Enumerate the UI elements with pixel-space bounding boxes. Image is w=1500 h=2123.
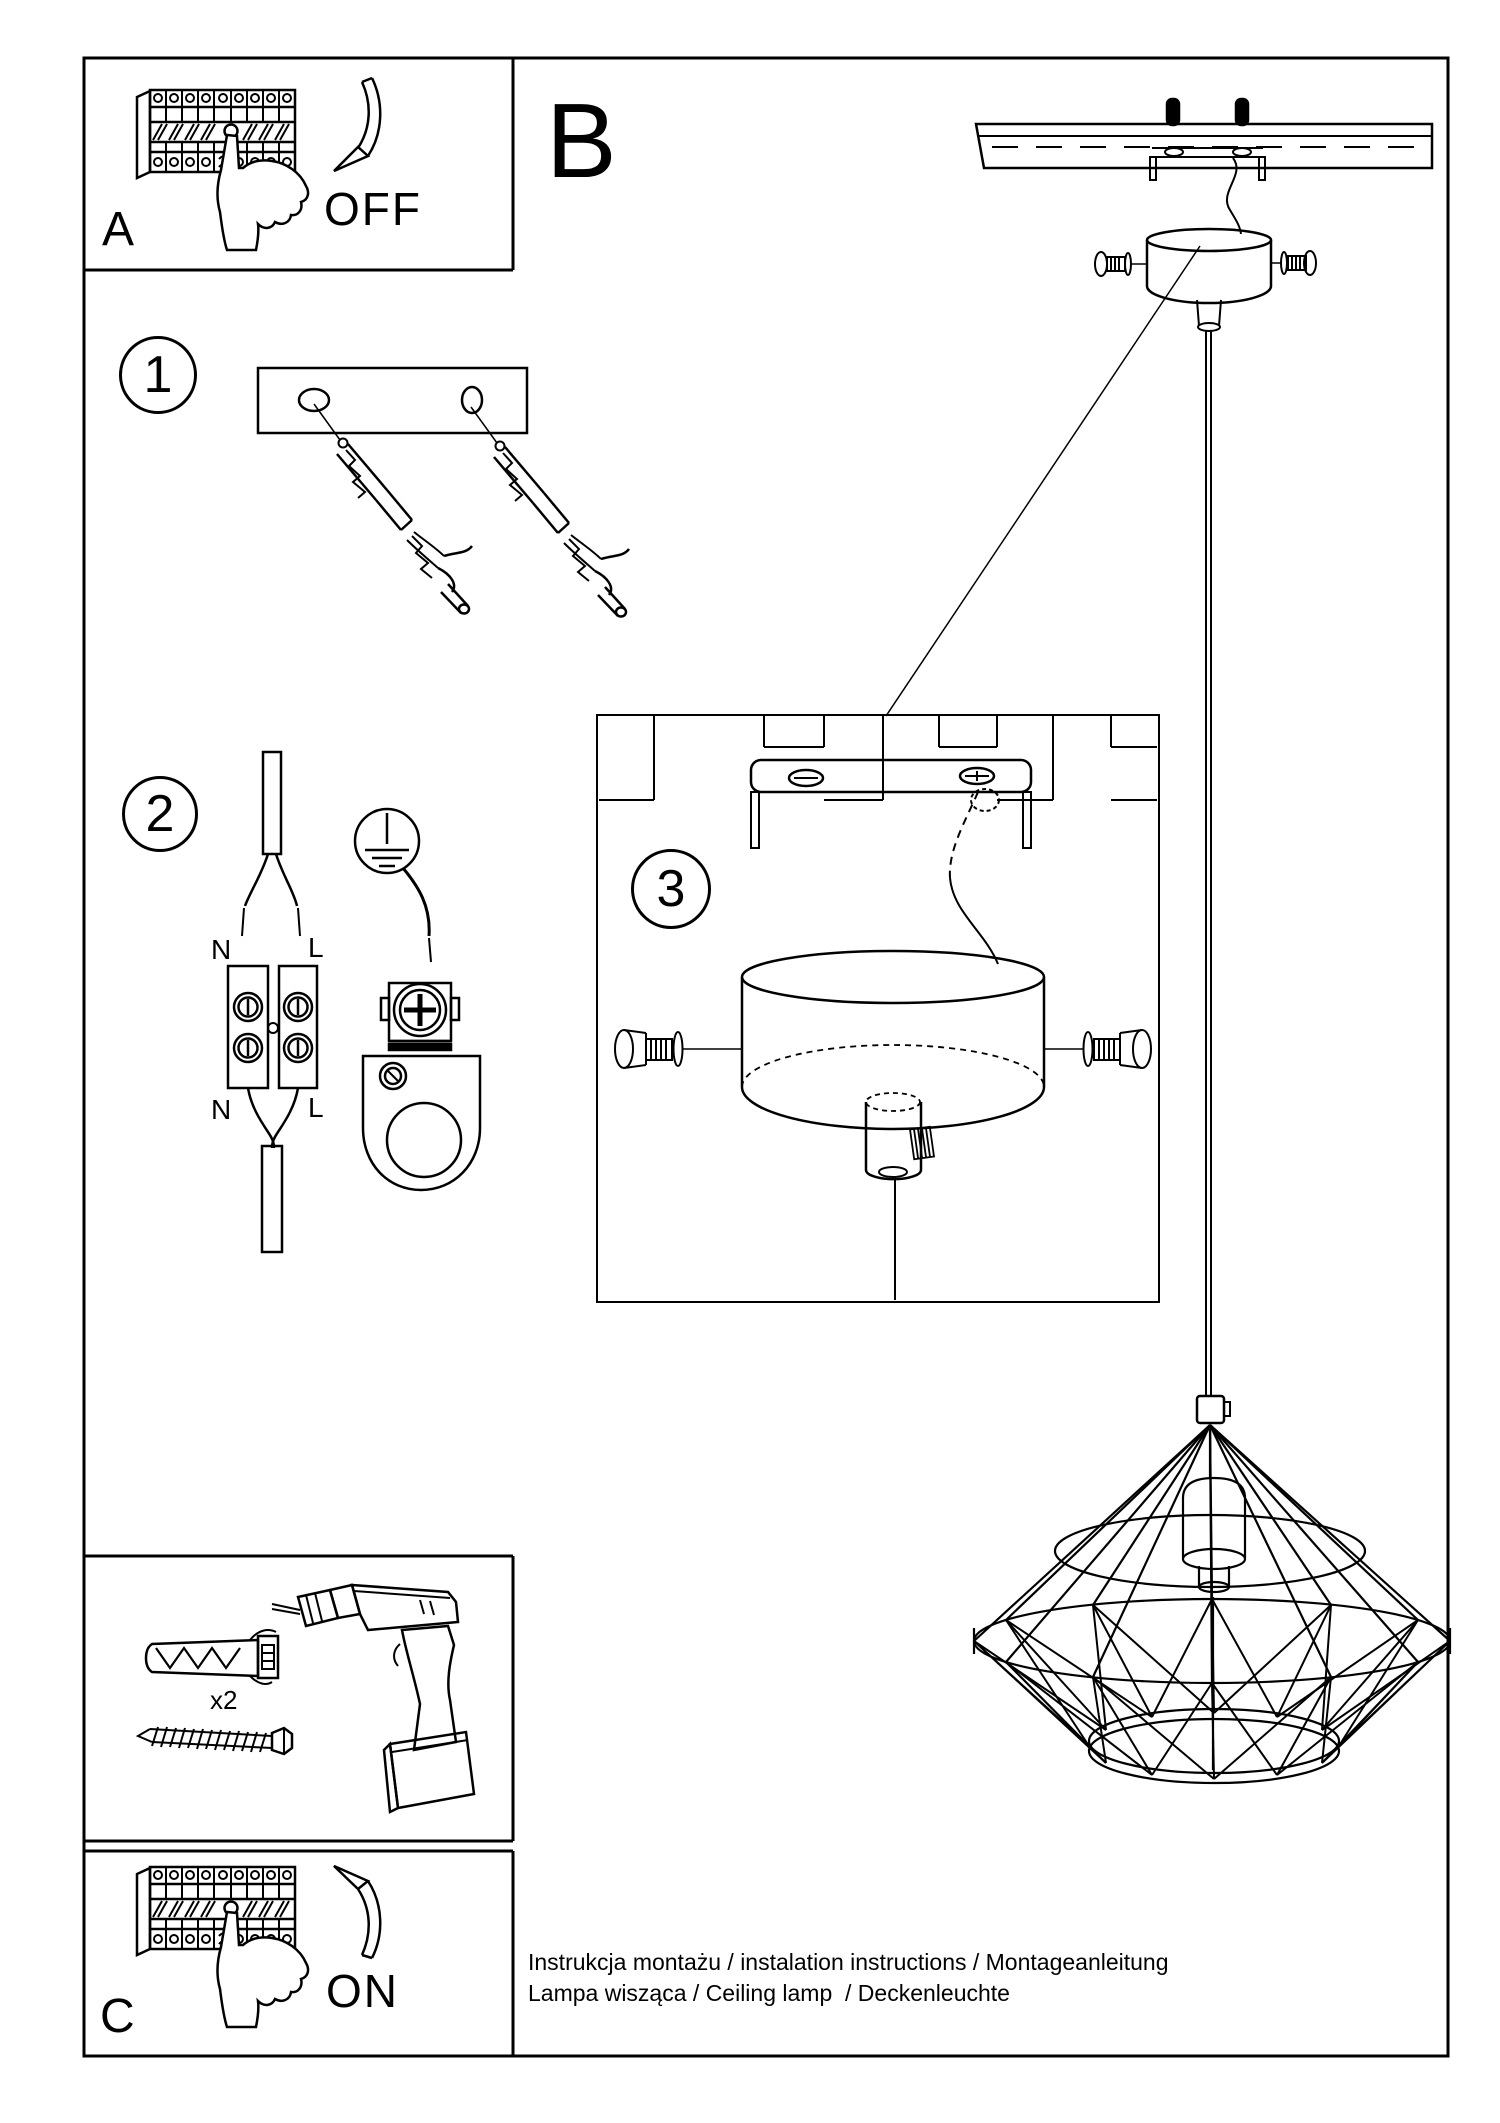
step-1-number: 1 xyxy=(143,346,173,404)
bracket-small-icon xyxy=(1149,147,1266,181)
wire-label-l-bottom: L xyxy=(308,1092,324,1123)
step2-wiring xyxy=(226,750,482,1254)
drill-icon xyxy=(271,1583,476,1814)
circuit-breaker-panel-icon-c xyxy=(135,1865,310,2029)
wall-anchor-icon xyxy=(313,403,473,615)
step1-bracket-and-anchors xyxy=(256,366,631,618)
canopy-screw-right-icon xyxy=(1044,1029,1152,1069)
step-2-badge: 2 xyxy=(122,776,198,852)
screw-small-left-icon xyxy=(1094,251,1147,277)
panel-a-label: A xyxy=(102,203,135,256)
pointing-hand-icon xyxy=(216,133,310,252)
wire-label-n-top: N xyxy=(211,934,232,965)
screw-small-right-icon xyxy=(1271,250,1317,276)
power-off-label: OFF xyxy=(324,183,422,235)
arrow-up-icon xyxy=(333,1864,382,1960)
panel-b-label: B xyxy=(546,82,617,200)
wire-label-n-bottom: N xyxy=(211,1094,232,1125)
wall-anchor-icon-2 xyxy=(469,405,631,618)
panel-c-label: C xyxy=(100,1990,135,2043)
circuit-breaker-panel-icon xyxy=(135,88,310,252)
step-3-number: 3 xyxy=(656,860,686,918)
detail-box-3 xyxy=(596,245,1201,1303)
screw-icon xyxy=(135,1726,294,1756)
step-2-number: 2 xyxy=(145,785,175,843)
mounting-bracket-icon xyxy=(749,758,1033,849)
ceiling-section-pattern xyxy=(599,716,1157,801)
footer-title-line1: Instrukcja montażu / instalation instruc… xyxy=(528,1949,1169,1975)
wire-label-l-top: L xyxy=(308,932,324,963)
pendant-lamp-cage xyxy=(972,1394,1452,1785)
step-3-badge: 3 xyxy=(631,849,711,929)
ceiling-assembly xyxy=(974,97,1434,1396)
lamp-socket-icon xyxy=(1181,1425,1247,1770)
frame-lines xyxy=(82,56,1450,2058)
canopy-small-icon xyxy=(1145,227,1273,332)
wall-plug-icon xyxy=(144,1629,280,1685)
step-1-badge: 1 xyxy=(119,336,197,414)
arrow-down-icon xyxy=(333,76,382,173)
tools-drawing xyxy=(135,1583,476,1814)
footer-title-line2: Lampa wisząca / Ceiling lamp / Deckenleu… xyxy=(528,1980,1010,2006)
canopy-detail-icon xyxy=(740,949,1046,1300)
cord-grip-icon xyxy=(361,981,482,1192)
anchor-quantity-label: x2 xyxy=(210,1685,238,1715)
earth-ground-symbol-icon xyxy=(353,807,421,875)
power-on-label: ON xyxy=(326,1965,399,2017)
canopy-screw-left-icon xyxy=(614,1029,742,1069)
